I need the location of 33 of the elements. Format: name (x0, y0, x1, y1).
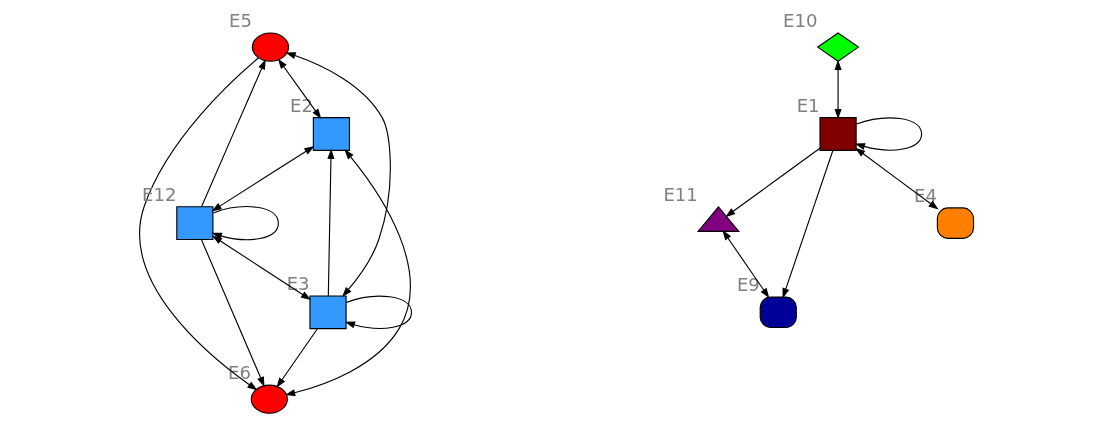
arrow (138, 57, 259, 391)
arrow (211, 145, 314, 212)
arrow (285, 52, 391, 297)
arrow (854, 147, 939, 210)
node-label: E11 (662, 183, 698, 205)
arrow (200, 59, 266, 208)
node-label: E10 (782, 10, 817, 32)
node-box (818, 117, 857, 151)
node-box (759, 296, 797, 329)
node-box (312, 117, 350, 151)
arrow (200, 239, 265, 387)
node-diamond (816, 32, 859, 62)
arrow (854, 117, 922, 151)
node-label: E5 (228, 10, 252, 32)
arrow (211, 235, 311, 301)
node-label: E2 (289, 94, 313, 116)
node-box (175, 206, 213, 241)
arrow (721, 229, 769, 299)
arrow (326, 148, 334, 297)
node-ellipse (250, 384, 288, 414)
arrow (724, 147, 820, 218)
arrow (782, 149, 833, 299)
arrow (277, 58, 321, 119)
node-ellipse (251, 32, 289, 62)
node-label: E1 (796, 94, 820, 116)
arrow (275, 328, 318, 388)
arrow (284, 149, 411, 397)
node-box (308, 295, 347, 330)
node-box (936, 207, 974, 239)
arrow (344, 295, 412, 329)
arrow (834, 59, 842, 120)
node-label: E3 (286, 273, 310, 295)
node-label: E9 (736, 274, 760, 296)
